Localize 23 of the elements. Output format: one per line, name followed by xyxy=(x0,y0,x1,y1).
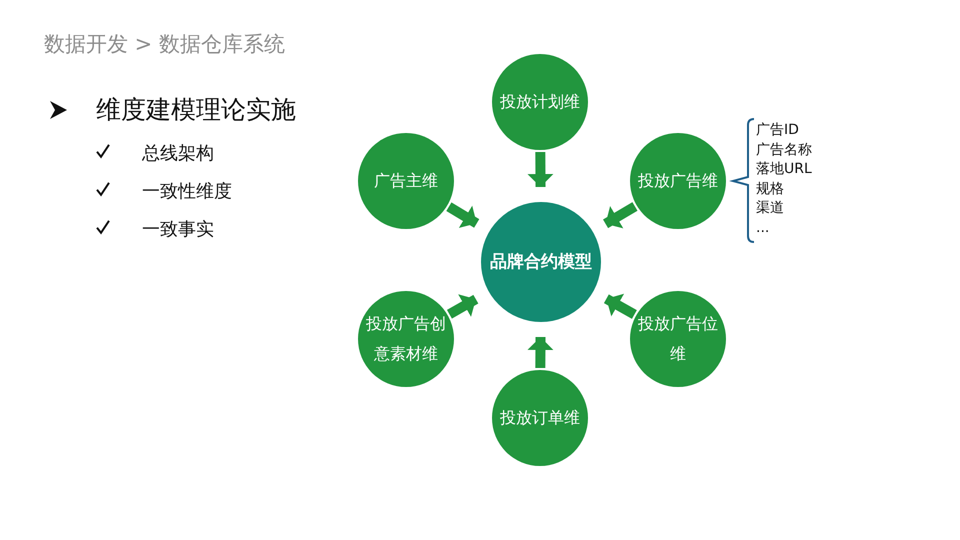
page-title: 数据开发 > 数据仓库系统 xyxy=(44,31,285,58)
bullet-text: 一致事实 xyxy=(142,218,214,241)
attribute-text: 渠道 xyxy=(756,199,784,217)
attribute-text: ... xyxy=(756,218,770,236)
attribute-text: 规格 xyxy=(756,180,784,198)
dimension-circle: 投放广告位维 xyxy=(630,291,726,387)
dimension-circle: 投放广告维 xyxy=(630,133,726,229)
arrow xyxy=(604,294,637,319)
arrow xyxy=(446,202,480,228)
dimension-circle: 投放计划维 xyxy=(492,54,588,150)
arrow xyxy=(527,336,554,368)
center-circle: 品牌合约模型 xyxy=(481,202,601,322)
arrow xyxy=(603,202,638,228)
dimension-circle: 广告主维 xyxy=(358,133,454,229)
bullet-text: 一致性维度 xyxy=(142,180,232,203)
bullet-text: 总线架构 xyxy=(142,142,214,165)
bullet-heading: 维度建模理论实施 xyxy=(96,94,296,126)
dimension-circle: 投放订单维 xyxy=(492,370,588,466)
dimension-circle: 投放广告创意素材维 xyxy=(358,291,454,387)
attribute-text: 落地URL xyxy=(756,160,812,178)
arrow xyxy=(527,152,554,188)
attribute-text: 广告ID xyxy=(756,121,799,139)
attribute-text: 广告名称 xyxy=(756,140,812,158)
